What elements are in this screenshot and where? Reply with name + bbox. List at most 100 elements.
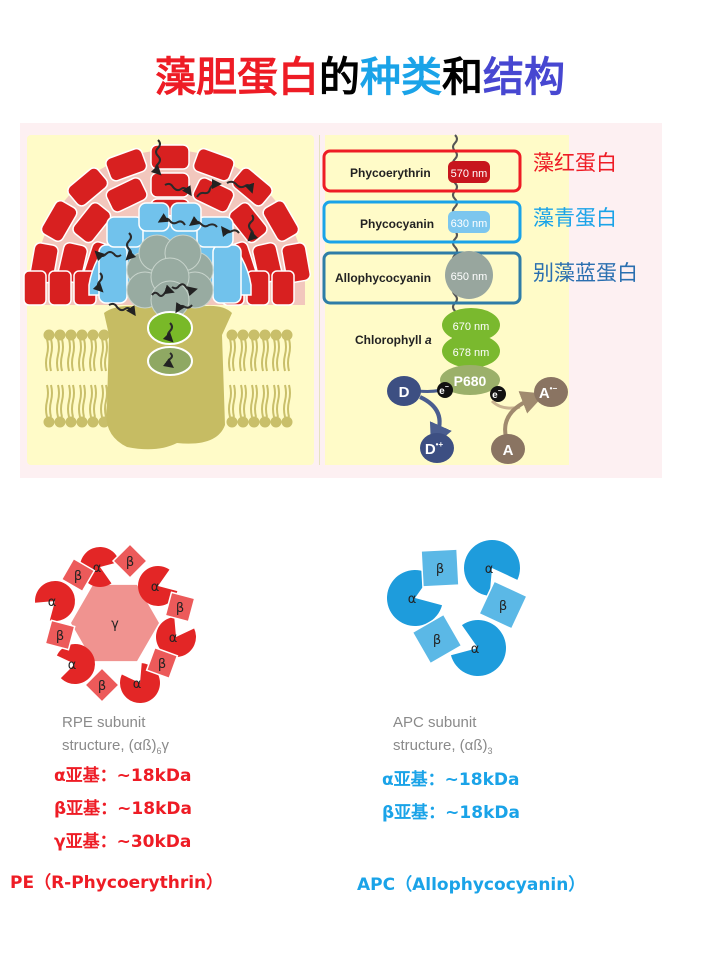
rpe-caption: RPE subunit structure, (αß)6γ bbox=[62, 711, 169, 763]
apc-caption-line1: APC subunit bbox=[393, 714, 477, 731]
alpha-subunit-shape bbox=[120, 663, 160, 703]
energy-arrows bbox=[92, 139, 259, 369]
lipid-tail bbox=[250, 338, 258, 372]
lipid-tail bbox=[78, 338, 86, 372]
panel-divider bbox=[319, 135, 320, 465]
alpha-subunit-label: α bbox=[408, 592, 417, 607]
alpha-subunit-label: α bbox=[169, 631, 178, 646]
photosystem-complex bbox=[104, 305, 232, 450]
lipid-head bbox=[65, 416, 77, 428]
apc-beta-subunit: β bbox=[420, 548, 460, 588]
allophycocyanin-core bbox=[126, 234, 214, 320]
lipid-head bbox=[76, 329, 88, 341]
lipid-tail bbox=[78, 384, 86, 418]
phycoerythrin-hexamer bbox=[105, 177, 148, 213]
lipid-head bbox=[43, 329, 55, 341]
phycocyanin-row: Phycocyanin 630 nm bbox=[322, 200, 522, 244]
rpe-gamma-mw: γ亚基：~30kDa bbox=[54, 832, 192, 852]
phycoerythrin-hexamer bbox=[72, 201, 112, 244]
lipid-head bbox=[226, 329, 238, 341]
apc-alpha-mw: α亚基：~18kDa bbox=[382, 770, 520, 790]
title-segment: 藻胆蛋白 bbox=[155, 53, 319, 101]
beta-subunit-shape bbox=[83, 666, 121, 704]
rpe-alpha-subunit: α bbox=[156, 617, 196, 657]
lipid-head bbox=[54, 329, 66, 341]
alpha-subunit-shape bbox=[450, 620, 506, 676]
lipid-tail bbox=[45, 384, 53, 418]
oxidized-donor-label: D•+ bbox=[425, 440, 444, 458]
phycoerythrin-hexamer bbox=[48, 270, 72, 306]
p680-node bbox=[440, 365, 500, 395]
energy-cascade-diagram: Phycoerythrin 570 nm Phycocyanin 630 nm … bbox=[322, 134, 568, 464]
rpe-alpha-subunit: α bbox=[56, 644, 96, 684]
gamma-subunit-label: γ bbox=[111, 617, 119, 632]
chl-670-node bbox=[442, 308, 500, 342]
title-segment: 结构 bbox=[483, 53, 565, 101]
rpe-beta-mw: β亚基：~18kDa bbox=[54, 799, 192, 819]
lipid-head bbox=[87, 416, 99, 428]
lipid-head bbox=[259, 329, 271, 341]
lipid-tail bbox=[228, 338, 236, 372]
alpha-subunit-shape bbox=[387, 570, 443, 626]
phycoerythrin-label: Phycoerythrin bbox=[350, 166, 431, 180]
title-segment: 种类 bbox=[360, 53, 442, 101]
lipid-tail bbox=[67, 338, 75, 372]
lipid-tail bbox=[56, 338, 64, 372]
lipid-head bbox=[237, 329, 249, 341]
lipid-tail bbox=[56, 384, 64, 418]
alpha-subunit-shape bbox=[35, 581, 75, 621]
alpha-subunit-label: α bbox=[68, 658, 77, 673]
beta-subunit-label: β bbox=[433, 633, 441, 648]
beta-subunit-label: β bbox=[499, 599, 507, 614]
lipid-head bbox=[237, 416, 249, 428]
rpe-caption-line2: structure, (αß)6γ bbox=[62, 737, 170, 756]
title-segment: 的 bbox=[319, 53, 360, 101]
lipid-head bbox=[270, 416, 282, 428]
lipid-bilayer-left bbox=[43, 329, 110, 428]
donor-label: D bbox=[399, 384, 410, 401]
lipid-tail bbox=[261, 384, 269, 418]
beta-subunit-shape bbox=[145, 646, 179, 680]
apc-protein-name: APC（Allophycocyanin） bbox=[357, 875, 586, 895]
title-segment: 和 bbox=[442, 53, 483, 101]
pe-wavelength-badge bbox=[448, 161, 490, 183]
beta-subunit-shape bbox=[60, 557, 96, 593]
apc-caption: APC subunit structure, (αß)3 bbox=[393, 711, 493, 763]
electron-right bbox=[490, 386, 506, 402]
chl-678-wavelength: 678 nm bbox=[453, 347, 490, 359]
phycoerythrin-hexamer bbox=[67, 167, 109, 207]
apc-alpha-subunit: α bbox=[464, 540, 520, 596]
pe-cn-label: 藻红蛋白 bbox=[533, 151, 617, 175]
lipid-tail bbox=[272, 384, 280, 418]
phycobilisome-diagram bbox=[23, 139, 311, 450]
lipid-head bbox=[226, 416, 238, 428]
pc-cn-label: 藻青蛋白 bbox=[533, 206, 617, 230]
lipid-head bbox=[54, 416, 66, 428]
alpha-subunit-label: α bbox=[48, 595, 57, 610]
gamma-subunit-shape bbox=[71, 584, 159, 662]
apc-caption-line2: structure, (αß)3 bbox=[393, 737, 493, 756]
rpe-beta-subunit: β bbox=[60, 557, 96, 593]
lipid-tail bbox=[89, 338, 97, 372]
lipid-head bbox=[87, 329, 99, 341]
beta-subunit-label: β bbox=[158, 657, 166, 672]
lipid-tail bbox=[261, 338, 269, 372]
p680-label: P680 bbox=[454, 373, 487, 389]
beta-subunit-shape bbox=[164, 591, 196, 623]
apc-alpha-subunit: α bbox=[450, 620, 506, 676]
acceptor-reduction-arrow bbox=[503, 391, 546, 438]
beta-subunit-label: β bbox=[56, 629, 64, 644]
beta-subunit-shape bbox=[111, 542, 149, 580]
chl-670-wavelength: 670 nm bbox=[453, 321, 490, 333]
electron-left bbox=[437, 382, 453, 398]
pe-protein-name: PE（R-Phycoerythrin） bbox=[10, 873, 224, 893]
apc-cn-label: 别藻蓝蛋白 bbox=[533, 261, 638, 285]
apc-alpha-subunit: α bbox=[387, 570, 443, 626]
lipid-tail bbox=[45, 338, 53, 372]
phycoerythrin-hexamer bbox=[192, 147, 235, 182]
rpe-alpha-subunit: α bbox=[35, 581, 75, 621]
phycoerythrin-hexamer bbox=[271, 270, 295, 306]
lipid-tail bbox=[239, 338, 247, 372]
